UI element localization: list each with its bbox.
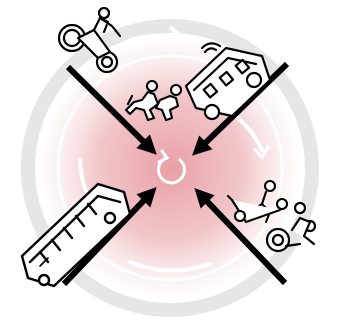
mobility-hub-diagram — [0, 0, 339, 327]
